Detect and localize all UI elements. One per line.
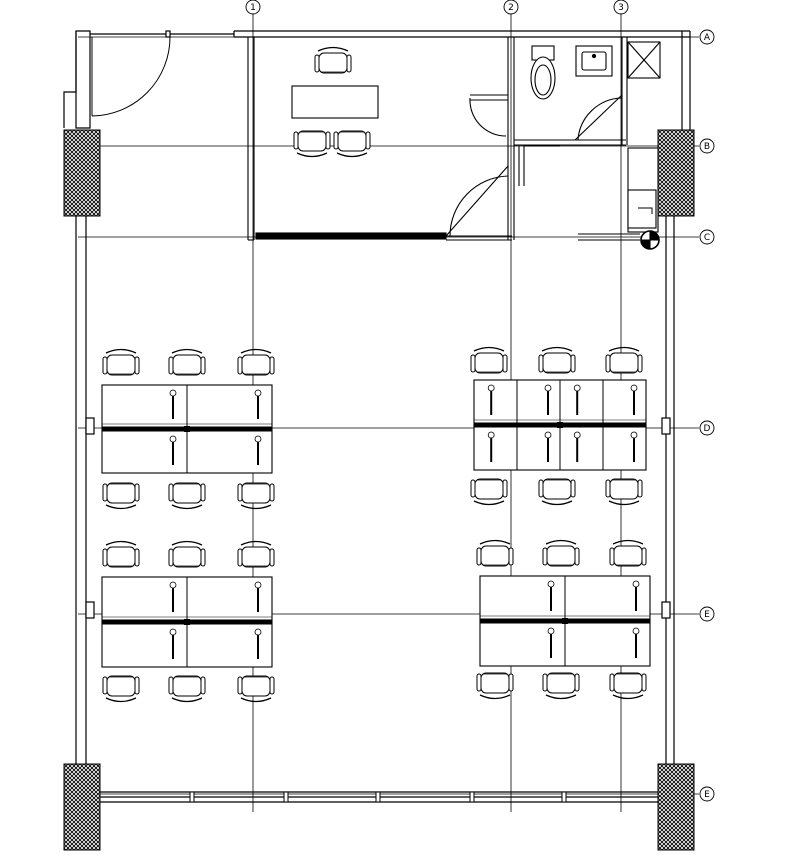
grid-column-markers: 1 2 3 [245, 0, 629, 15]
column-top-left [63, 129, 101, 217]
grid-marker-row-b: B [699, 138, 715, 154]
grid-label-row-e2: E [704, 790, 710, 800]
grid-marker-row-c: C [699, 229, 715, 245]
meeting-table [291, 85, 379, 119]
meeting-chair [314, 46, 352, 74]
workstation-cluster-3 [101, 576, 273, 668]
grid-row-markers: A B C D E E [699, 29, 715, 802]
grid-marker-row-a: A [699, 29, 715, 45]
grid-marker-row-e: E [699, 606, 715, 622]
meeting-chair [293, 130, 331, 158]
grid-label-row-e: E [704, 610, 710, 620]
office-chair [476, 539, 514, 567]
office-chair [605, 478, 643, 506]
workstation-cluster-1 [101, 384, 273, 474]
grid-label-row-b: B [704, 142, 710, 152]
office-chair [470, 478, 508, 506]
grid-label-row-a: A [704, 33, 711, 43]
grid-marker-col-3: 3 [613, 0, 629, 15]
meeting-chair [333, 130, 371, 158]
grid-label-row-c: C [704, 233, 710, 243]
office-chair [542, 672, 580, 700]
office-chair [102, 482, 140, 510]
grid-marker-col-2: 2 [503, 0, 519, 15]
office-chair [237, 482, 275, 510]
office-chair [538, 346, 576, 374]
grid-label-col-1: 1 [250, 3, 256, 13]
workstation-cluster-4 [479, 575, 651, 667]
office-chair [237, 348, 275, 376]
office-chair [102, 348, 140, 376]
washroom [469, 37, 661, 146]
shower-tray [627, 41, 661, 79]
office-chair [476, 672, 514, 700]
office-chair [168, 482, 206, 510]
pantry-cabinet [627, 189, 657, 229]
office-chair [237, 675, 275, 703]
column-top-right [657, 129, 695, 217]
grid-label-col-2: 2 [508, 3, 514, 13]
entry-door [91, 36, 171, 117]
office-chair [168, 348, 206, 376]
office-chair [237, 540, 275, 568]
meeting-room [247, 37, 515, 241]
glass-partition [255, 232, 447, 240]
grid-marker-row-d: D [699, 420, 715, 436]
office-chair [168, 540, 206, 568]
structural-columns [63, 129, 695, 851]
column-bottom-right [657, 763, 695, 851]
sink-fixture [575, 45, 613, 77]
workstation-cluster-2 [473, 379, 647, 471]
office-chair [605, 346, 643, 374]
office-chair [102, 675, 140, 703]
pantry-area [518, 145, 660, 250]
grid-label-row-d: D [704, 424, 711, 434]
office-chair [542, 539, 580, 567]
workstation-clusters [101, 379, 651, 668]
toilet-fixture [530, 45, 556, 100]
office-chair [470, 346, 508, 374]
grid-marker-col-1: 1 [245, 0, 261, 15]
office-chair [168, 675, 206, 703]
window-mullions [189, 791, 567, 803]
office-chair [609, 672, 647, 700]
grid-label-col-3: 3 [618, 3, 624, 13]
grid-marker-row-e2: E [699, 786, 715, 802]
column-bottom-left [63, 763, 101, 851]
office-chair [102, 540, 140, 568]
office-chair [538, 478, 576, 506]
office-chair [609, 539, 647, 567]
